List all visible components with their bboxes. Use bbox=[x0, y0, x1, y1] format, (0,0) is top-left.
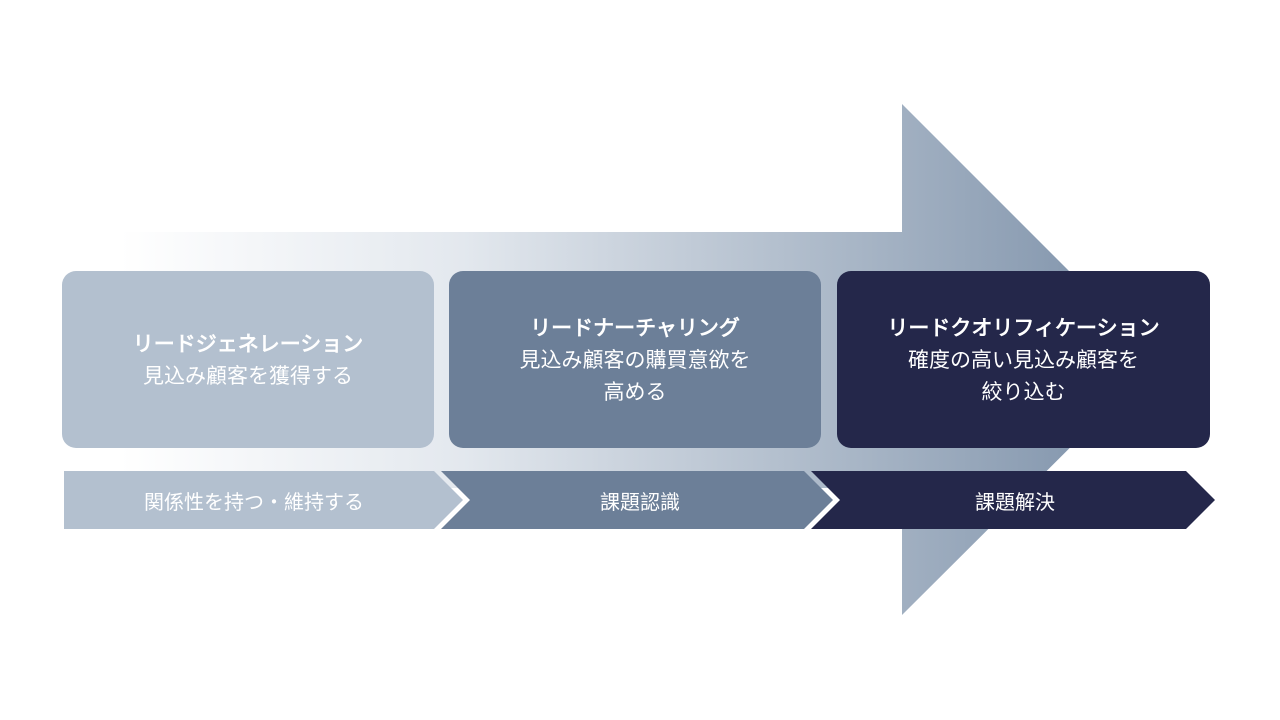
stage-description: 見込み顧客の購買意欲を 高める bbox=[519, 347, 751, 404]
stage-card-lead-qualification: リードクオリフィケーション 確度の高い見込み顧客を 絞り込む bbox=[837, 271, 1210, 448]
stage-card-lead-generation: リードジェネレーション 見込み顧客を獲得する bbox=[62, 271, 434, 448]
phase-label-2: 課題認識 bbox=[600, 489, 680, 514]
stage-title: リードジェネレーション bbox=[132, 331, 364, 356]
phase-label-3: 課題解決 bbox=[975, 489, 1055, 514]
phase-chevron-1 bbox=[64, 471, 463, 529]
stage-description: 見込み顧客を獲得する bbox=[143, 363, 353, 388]
phase-label-1: 関係性を持つ・維持する bbox=[144, 489, 364, 514]
stage-card-lead-nurturing: リードナーチャリング 見込み顧客の購買意欲を 高める bbox=[449, 271, 821, 448]
phase-chevron-2 bbox=[441, 471, 833, 529]
stage-title: リードクオリフィケーション bbox=[887, 315, 1160, 340]
phase-chevron-3 bbox=[811, 471, 1215, 529]
stage-description: 確度の高い見込み顧客を 絞り込む bbox=[908, 347, 1139, 404]
stage-title: リードナーチャリング bbox=[530, 315, 740, 340]
